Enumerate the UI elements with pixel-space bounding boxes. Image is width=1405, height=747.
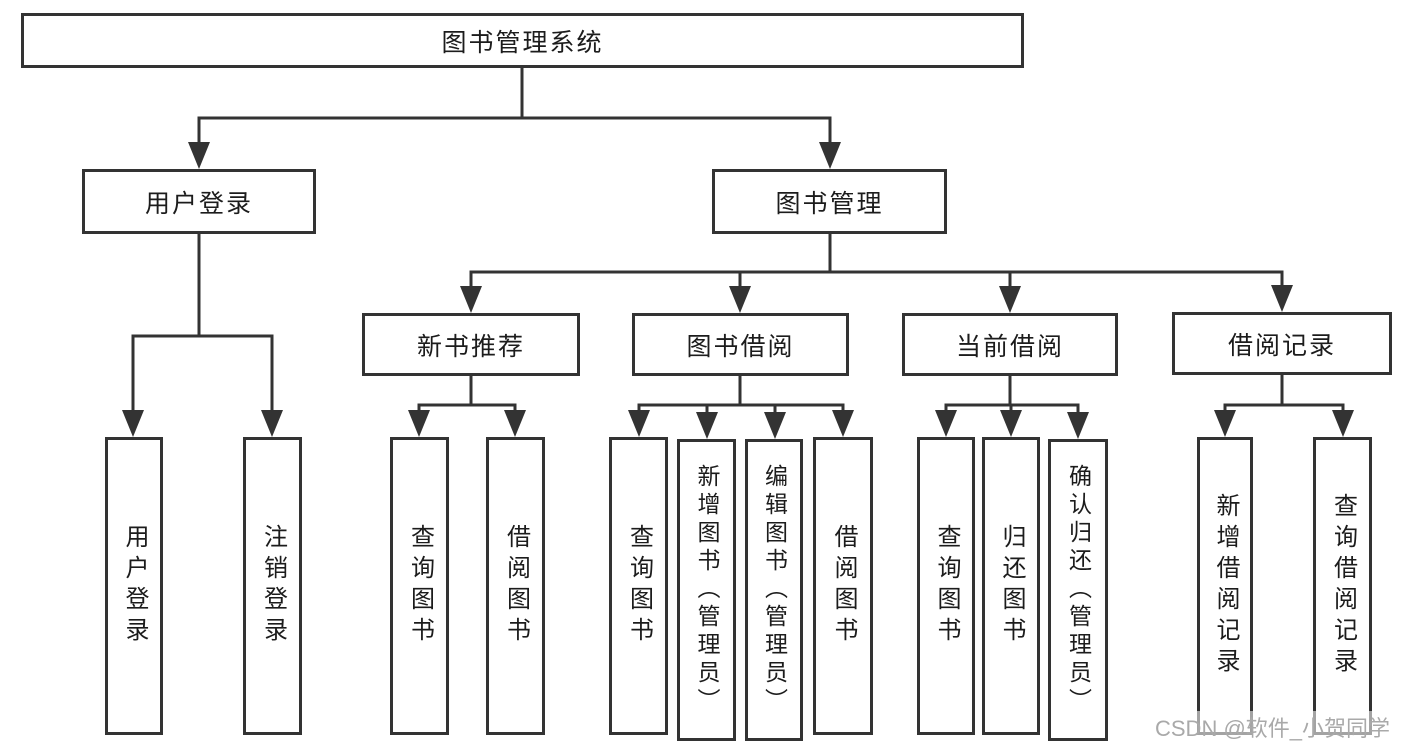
leaf-label: 新增图书（管理员） — [694, 464, 720, 716]
node-label: 当前借阅 — [955, 332, 1064, 361]
node-book-borrowing: 图书借阅 — [632, 313, 849, 376]
leaf-label: 注销登录 — [259, 524, 287, 648]
leaf-label: 查询图书 — [625, 524, 653, 648]
leaf-user-login: 用户登录 — [105, 437, 163, 735]
leaf-label: 借阅图书 — [502, 524, 530, 648]
leaf-return-book: 归还图书 — [982, 437, 1040, 735]
leaf-query-borrow-record: 查询借阅记录 — [1313, 437, 1372, 735]
leaf-query-books-borrow: 查询图书 — [609, 437, 668, 735]
leaf-label: 归还图书 — [998, 524, 1025, 648]
leaf-label: 查询图书 — [406, 524, 434, 648]
leaf-label: 用户登录 — [121, 524, 148, 648]
node-label: 新书推荐 — [416, 332, 525, 361]
node-book-management: 图书管理 — [712, 169, 947, 234]
node-label: 用户登录 — [144, 189, 253, 218]
csdn-watermark: CSDN @软件_小贺同学 — [1152, 711, 1394, 743]
node-label: 图书管理系统 — [441, 28, 604, 57]
leaf-logout: 注销登录 — [243, 437, 302, 735]
leaf-add-book-admin: 新增图书（管理员） — [677, 439, 736, 741]
leaf-confirm-return-admin: 确认归还（管理员） — [1048, 439, 1108, 741]
leaf-label: 新增借阅记录 — [1212, 493, 1239, 679]
leaf-label: 确认归还（管理员） — [1065, 464, 1092, 716]
node-library-management-system: 图书管理系统 — [21, 13, 1024, 68]
leaf-label: 借阅图书 — [830, 524, 857, 648]
node-borrowing-records: 借阅记录 — [1172, 312, 1392, 375]
leaf-borrow-books: 借阅图书 — [813, 437, 873, 735]
node-user-login: 用户登录 — [82, 169, 316, 234]
leaf-edit-book-admin: 编辑图书（管理员） — [745, 439, 803, 741]
node-label: 图书管理 — [775, 189, 884, 218]
leaf-query-books-recommend: 查询图书 — [390, 437, 449, 735]
node-new-book-recommendation: 新书推荐 — [362, 313, 580, 376]
leaf-add-borrow-record: 新增借阅记录 — [1197, 437, 1253, 735]
leaf-label: 查询图书 — [933, 524, 960, 648]
node-label: 图书借阅 — [686, 332, 795, 361]
leaf-label: 查询借阅记录 — [1329, 493, 1357, 679]
leaf-borrow-books-recommend: 借阅图书 — [486, 437, 545, 735]
node-current-borrowing: 当前借阅 — [902, 313, 1118, 376]
node-label: 借阅记录 — [1227, 331, 1336, 360]
leaf-query-books-current: 查询图书 — [917, 437, 975, 735]
leaf-label: 编辑图书（管理员） — [761, 464, 788, 716]
